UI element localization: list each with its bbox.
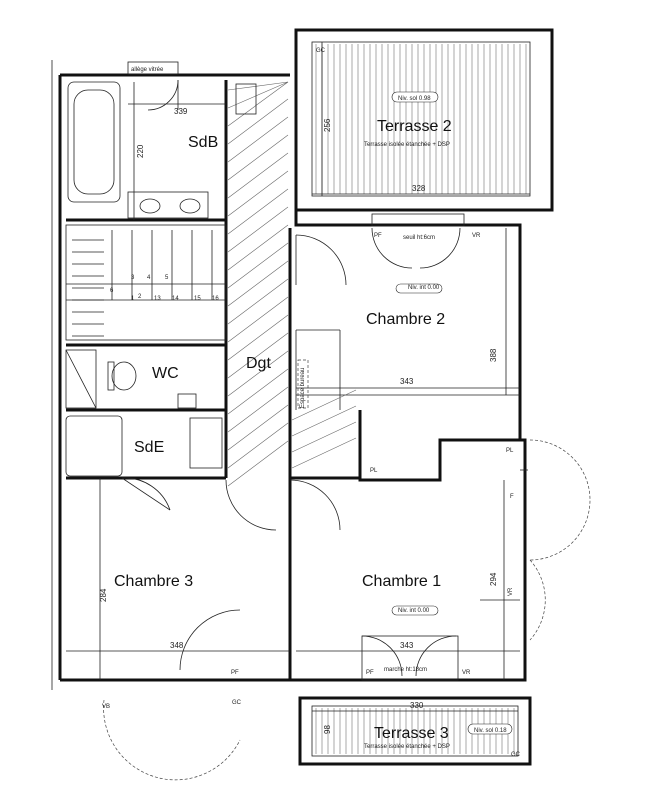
- room-label-wc: WC: [152, 365, 179, 382]
- dim-343-chambre-1: 343: [400, 641, 414, 650]
- tag-gc-terrasse-3: GC: [511, 752, 521, 758]
- tag-pl-chambre-1: PL: [506, 448, 514, 454]
- tag-gc-terrasse-2: GC: [316, 48, 326, 54]
- stair-step-number: 14: [172, 296, 179, 302]
- note-terrasse-3-isolee: Terrasse isolée étanchée + DSP: [364, 744, 450, 750]
- level-terrasse-2: Niv. sol 0.98: [398, 96, 431, 102]
- room-label-terrasse-3: Terrasse 3: [374, 725, 449, 742]
- dim-348: 348: [170, 641, 184, 650]
- tag-pl-chambre-2: PL: [370, 468, 378, 474]
- dim-220: 220: [136, 144, 145, 158]
- room-label-terrasse-2: Terrasse 2: [377, 118, 452, 135]
- tag-pf-chambre-2: PF: [374, 233, 382, 239]
- dim-98: 98: [323, 725, 332, 734]
- stair-step-number: 3: [131, 275, 135, 281]
- tag-pf-chambre-1: PF: [366, 670, 374, 676]
- note-seuil: seuil ht:6cm: [403, 235, 435, 241]
- tag-vr-chambre-1: VR: [462, 670, 471, 676]
- sde-fixtures: [65, 415, 223, 511]
- window-frames: [361, 213, 528, 681]
- room-label-chambre-3: Chambre 3: [114, 573, 193, 590]
- terrasse-2-area: [294, 28, 554, 212]
- tag-pf-chambre-3: PF: [231, 670, 239, 676]
- room-label-dgt: Dgt: [246, 355, 271, 372]
- level-terrasse-3: Niv. sol 0.18: [474, 728, 507, 734]
- note-terrasse-2-isolee: Terrasse isolée étanchée + DSP: [364, 142, 450, 148]
- dim-294: 294: [489, 572, 498, 586]
- wc-fixtures: [65, 349, 197, 409]
- dim-330: 330: [410, 701, 424, 710]
- stair-step-number: 1: [131, 296, 135, 302]
- stair-step-number: 2: [138, 294, 142, 300]
- tag-vr-chambre-1-side: VR: [508, 587, 514, 596]
- dim-339: 339: [174, 107, 188, 116]
- dim-284: 284: [99, 588, 108, 602]
- room-label-sdb: SdB: [188, 134, 218, 151]
- dim-256: 256: [323, 118, 332, 132]
- room-label-sde: SdE: [134, 439, 164, 456]
- tag-vb-chambre-3: VB: [102, 704, 110, 710]
- sdb-fixtures: [67, 61, 257, 219]
- dim-328: 328: [412, 184, 426, 193]
- stair-step-number: 16: [212, 296, 219, 302]
- dim-343-chambre-2: 343: [400, 377, 414, 386]
- dim-388: 388: [489, 348, 498, 362]
- corridor-hatch: [227, 81, 357, 487]
- note-allege-vitree: allège vitrée: [131, 67, 164, 73]
- doors: [103, 227, 591, 781]
- tag-vr-chambre-2: VR: [472, 233, 481, 239]
- stair-step-number: 6: [110, 288, 114, 294]
- tag-f-chambre-1: F: [510, 494, 514, 500]
- level-chambre-1: Niv. int 0.00: [398, 608, 430, 614]
- terrasse-3-area: [298, 696, 532, 766]
- room-label-chambre-2: Chambre 2: [366, 311, 445, 328]
- stair-step-number: 13: [154, 296, 161, 302]
- note-marche: marche ht:18cm: [384, 667, 427, 673]
- stair-step-number: 4: [147, 275, 151, 281]
- tag-gc-chambre-3: GC: [232, 700, 242, 706]
- room-label-chambre-1: Chambre 1: [362, 573, 441, 590]
- level-chambre-2: Niv. int 0.00: [408, 285, 440, 291]
- stair-step-number: 15: [194, 296, 201, 302]
- stair-step-number: 5: [165, 275, 169, 281]
